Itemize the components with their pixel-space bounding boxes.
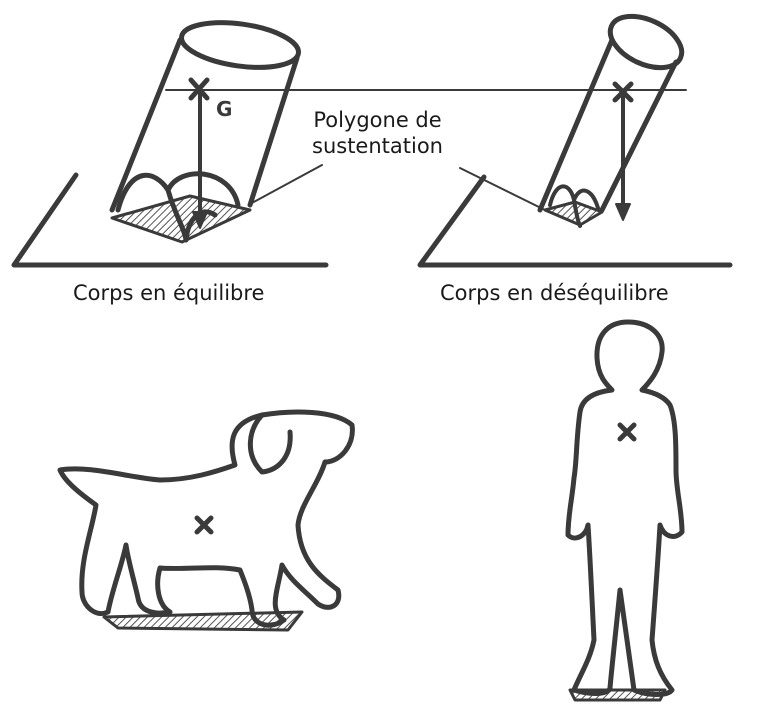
- ground-plane-right: [417, 174, 733, 268]
- weight-arrowhead-right: [615, 203, 631, 221]
- dog-outline: [57, 409, 355, 628]
- cylinder-legs-right: [548, 184, 600, 228]
- center-of-gravity-dog: [194, 515, 214, 535]
- balanced-cylinder-figure: [11, 20, 687, 268]
- center-of-gravity-human: [617, 422, 637, 442]
- support-polygon-label-line2: sustentation: [312, 134, 443, 158]
- weight-arrowhead-left: [192, 211, 208, 229]
- unbalanced-caption: Corps en déséquilibre: [440, 280, 669, 306]
- center-of-gravity-label: G: [216, 97, 232, 121]
- support-polygon-label: Polygone de sustentation: [308, 107, 447, 159]
- cylinder-top-left: [179, 20, 301, 70]
- unbalanced-cylinder-figure: [417, 13, 733, 268]
- cylinder-side-left-a: [109, 37, 183, 213]
- dog-figure: [57, 409, 355, 632]
- polygon-leader-right: [459, 167, 546, 211]
- ground-plane-left: [11, 172, 329, 268]
- human-figure: [565, 319, 685, 702]
- dog-ear: [247, 412, 293, 475]
- center-of-gravity-left: [188, 77, 210, 101]
- cylinder-top-right: [607, 13, 685, 71]
- balanced-caption: Corps en équilibre: [73, 280, 265, 306]
- human-outline: [565, 319, 685, 697]
- support-polygon-label-line1: Polygone de: [313, 108, 442, 132]
- polygon-leader-left: [249, 164, 323, 205]
- cylinder-side-right-b: [599, 59, 679, 213]
- cylinder-side-right-a: [537, 37, 615, 213]
- cylinder-side-left-b: [247, 55, 300, 208]
